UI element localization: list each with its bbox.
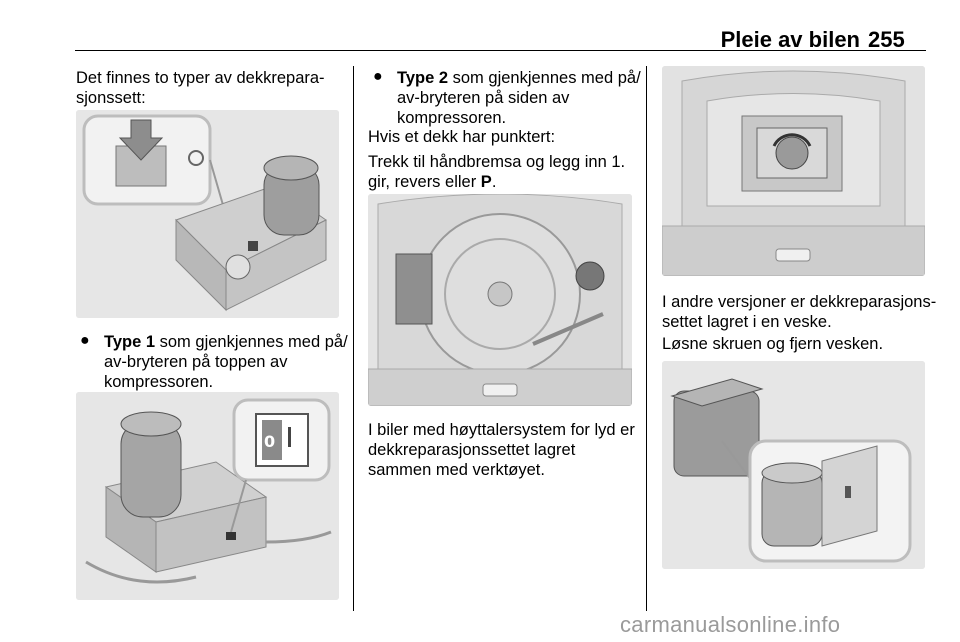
- figure-type1-compressor: 0: [76, 392, 339, 600]
- bullet-marker: ●: [80, 332, 90, 349]
- page-number: 255: [868, 27, 905, 52]
- column-divider-2: [646, 66, 647, 611]
- punctured-tyre-text: Hvis et dekk har punktert:: [368, 128, 556, 146]
- column-divider-1: [353, 66, 354, 611]
- bullet-type2: Type 2 som gjenkjennes med på/ av-bryter…: [397, 69, 641, 127]
- figure-type1-kit: [76, 110, 339, 318]
- svg-text:0: 0: [264, 432, 275, 451]
- bag-storage-text: I andre versjoner er dekkreparasjons- se…: [662, 293, 937, 331]
- intro-text: Det finnes to typer av dekkrepara- sjons…: [76, 69, 325, 107]
- watermark: carmanualsonline.info: [620, 612, 841, 637]
- remove-bag-text: Løsne skruen og fjern vesken.: [662, 335, 884, 353]
- figure-kit-in-bag: [662, 361, 925, 569]
- figure-trunk-kit-storage: [662, 66, 925, 276]
- bullet-marker: ●: [373, 68, 383, 85]
- figure-spare-wheel-well: [368, 194, 632, 406]
- bullet-type1: Type 1 som gjenkjennes med på/ av-bryter…: [104, 333, 348, 391]
- section-title: Pleie av bilen: [720, 27, 860, 52]
- handbrake-instruction: Trekk til håndbremsa og legg inn 1. gir,…: [368, 153, 626, 191]
- header-rule: [75, 50, 926, 51]
- speaker-system-text: I biler med høyttalersystem for lyd er d…: [368, 421, 635, 479]
